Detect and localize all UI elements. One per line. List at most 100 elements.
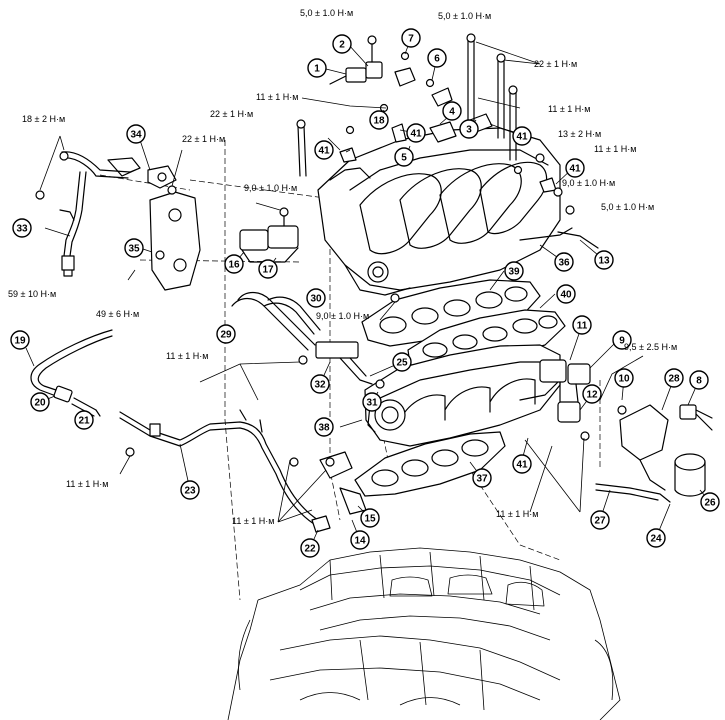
torque-label-t4: 11 ± 1 Н·м: [256, 92, 298, 102]
callout-number: 30: [310, 294, 322, 305]
callout-circle: [554, 252, 574, 272]
torque-label-t6: 22 ± 1 Н·м: [210, 109, 253, 119]
callout-1: 1: [307, 58, 327, 78]
callout-38: 38: [314, 417, 334, 437]
callout-number: 39: [508, 267, 520, 278]
callout-12: 12: [582, 384, 602, 404]
torque-label-t17: 11 ± 1 Н·м: [166, 351, 208, 361]
torque-label-t5: 11 ± 1 Н·м: [548, 104, 590, 114]
callout-number: 34: [130, 130, 142, 141]
callout-33: 33: [12, 218, 32, 238]
callout-41d: 41: [565, 158, 585, 178]
callout-number: 22: [304, 544, 316, 555]
callout-11: 11: [572, 315, 592, 335]
callout-circle: [360, 508, 380, 528]
callout-number: 31: [366, 398, 378, 409]
callout-circle: [362, 392, 382, 412]
callout-19: 19: [10, 330, 30, 350]
callout-29: 29: [216, 324, 236, 344]
torque-label-t8: 22 ± 1 Н·м: [182, 134, 225, 144]
torque-label-t11: 9,0 ± 1.0 Н·м: [562, 178, 615, 188]
torque-label-t7: 18 ± 2 Н·м: [22, 114, 65, 124]
callout-circle: [646, 528, 666, 548]
callout-circle: [590, 510, 610, 530]
upper-gasket: [361, 279, 541, 347]
callout-circle: [300, 538, 320, 558]
callout-8: 8: [689, 370, 709, 390]
callout-circle: [582, 384, 602, 404]
callout-circle: [594, 250, 614, 270]
torque-label-t18: 9,5 ± 2.5 Н·м: [624, 342, 677, 352]
callout-circle: [126, 124, 146, 144]
callout-number: 33: [16, 224, 28, 235]
callout-circle: [512, 126, 532, 146]
callout-26: 26: [700, 492, 720, 512]
callout-24: 24: [646, 528, 666, 548]
callout-circle: [350, 530, 370, 550]
callout-number: 11: [577, 321, 588, 332]
callout-number: 3: [466, 125, 472, 136]
callout-number: 29: [220, 330, 232, 341]
torque-label-t10: 11 ± 1 Н·м: [594, 144, 636, 154]
callout-number: 2: [339, 40, 345, 51]
callout-number: 20: [34, 398, 46, 409]
callout-28: 28: [664, 368, 684, 388]
callout-circle: [306, 288, 326, 308]
callout-circle: [310, 374, 330, 394]
callout-circle: [314, 417, 334, 437]
callout-number: 26: [704, 498, 716, 509]
torque-label-t9: 13 ± 2 Н·м: [558, 129, 601, 139]
callout-41c: 41: [512, 126, 532, 146]
callout-31: 31: [362, 392, 382, 412]
callout-circle: [224, 254, 244, 274]
callout-number: 27: [594, 516, 606, 527]
callout-circle: [664, 368, 684, 388]
callout-circle: [427, 48, 447, 68]
valve-11-9-12: [539, 359, 591, 441]
callout-25: 25: [392, 352, 412, 372]
callout-6: 6: [427, 48, 447, 68]
callout-circle: [512, 454, 532, 474]
callout-number: 13: [598, 256, 610, 267]
callout-34: 34: [126, 124, 146, 144]
callout-circle: [572, 315, 592, 335]
torque-label-t19: 11 ± 1 Н·м: [66, 479, 108, 489]
callout-number: 36: [558, 258, 570, 269]
callout-number: 10: [618, 374, 630, 385]
upper-small-parts: [296, 33, 599, 303]
callout-number: 38: [318, 423, 330, 434]
callout-number: 18: [373, 116, 385, 127]
callout-circle: [12, 218, 32, 238]
torque-label-t14: 59 ± 10 Н·м: [8, 289, 56, 299]
torque-label-t3: 22 ± 1 Н·м: [534, 59, 577, 69]
callout-39: 39: [504, 261, 524, 281]
callout-number: 28: [668, 374, 680, 385]
callout-number: 7: [408, 34, 414, 45]
callout-circle: [556, 284, 576, 304]
callout-number: 41: [569, 164, 581, 175]
hoses-29-30: [231, 291, 321, 351]
callout-18: 18: [369, 110, 389, 130]
callout-17: 17: [258, 259, 278, 279]
callout-circle: [504, 261, 524, 281]
fitting-32: [298, 341, 385, 389]
callout-circle: [689, 370, 709, 390]
callout-36: 36: [554, 252, 574, 272]
callout-2: 2: [332, 34, 352, 54]
vacuum-pipe-23: [119, 409, 319, 525]
callout-circle: [442, 101, 462, 121]
callout-40: 40: [556, 284, 576, 304]
callout-circle: [216, 324, 236, 344]
lower-intake-manifold: [364, 344, 561, 447]
callout-circle: [472, 468, 492, 488]
callout-5: 5: [394, 147, 414, 167]
callout-number: 24: [650, 534, 662, 545]
bracket-34: [147, 165, 177, 195]
torque-label-t16: 9,0 ± 1.0 Н·м: [316, 311, 369, 321]
callout-41e: 41: [512, 454, 532, 474]
callout-number: 4: [449, 107, 455, 118]
actuator-26-28: [595, 404, 706, 503]
